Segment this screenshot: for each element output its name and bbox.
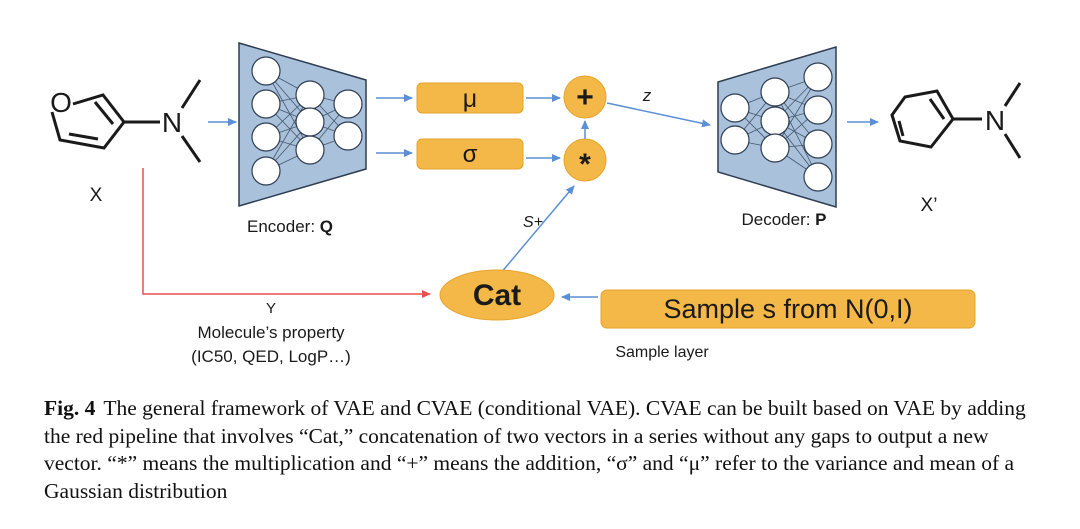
sample-text: Sample s from N(0,I) <box>663 294 912 324</box>
red-pipeline <box>142 168 431 298</box>
input-atom-o: O <box>50 87 72 118</box>
decoder-network <box>717 45 837 209</box>
output-label-x-prime: X’ <box>921 195 938 216</box>
arrow-plus-to-decoder <box>606 102 711 128</box>
arrow-cat-to-times <box>499 185 575 275</box>
cat-label: Cat <box>473 279 521 312</box>
property-label-2: (IC50, QED, LogP…) <box>191 347 351 366</box>
input-label-x: X <box>90 185 103 206</box>
output-atom-n: N <box>985 105 1005 136</box>
sample-box <box>600 289 976 329</box>
sigma-symbol: σ <box>463 141 478 168</box>
plus-symbol: + <box>576 81 594 114</box>
output-molecule <box>890 82 1022 159</box>
input-molecule <box>50 79 202 163</box>
input-atom-n: N <box>162 107 182 138</box>
encoder-network <box>238 42 367 207</box>
figure-number: Fig. 4 <box>44 396 96 420</box>
mu-box <box>416 82 524 114</box>
cat-node <box>439 269 555 321</box>
property-label-1: Molecule’s property <box>197 323 345 342</box>
y-label: Y <box>266 300 276 317</box>
times-symbol: * <box>579 148 591 181</box>
sample-layer-label: Sample layer <box>615 344 709 361</box>
s-plus-label: S+ <box>523 214 543 231</box>
sigma-box <box>416 138 524 170</box>
caption-text: The general framework of VAE and CVAE (c… <box>44 396 1026 503</box>
encoder-label: Encoder: Q <box>247 217 333 236</box>
mu-symbol: μ <box>463 85 477 113</box>
vae-diagram: O N X Encoder: Q μ σ + * <box>50 42 1022 366</box>
plus-op <box>563 75 607 119</box>
decoder-label: Decoder: P <box>741 210 826 229</box>
z-label: z <box>642 86 652 105</box>
